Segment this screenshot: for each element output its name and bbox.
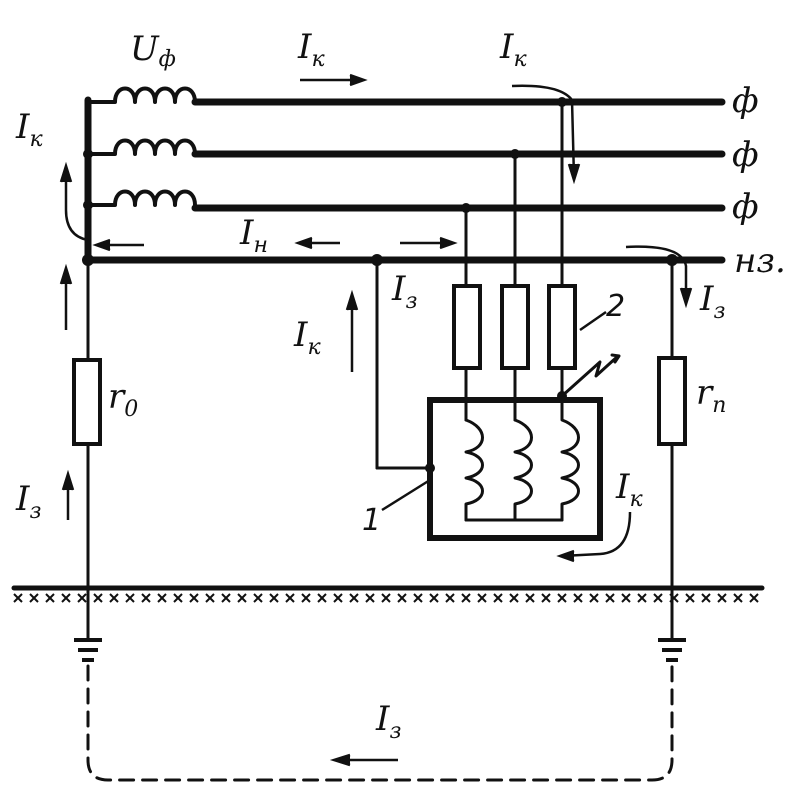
phase-label-2: ф bbox=[732, 135, 759, 175]
callout-2: 2 bbox=[606, 289, 625, 324]
current-label-fault-left: Iк bbox=[15, 107, 43, 152]
current-label-fault-right: Iк bbox=[499, 27, 527, 72]
fuse-2 bbox=[500, 284, 530, 370]
callout-1: 1 bbox=[362, 503, 381, 538]
callout-leaders bbox=[381, 310, 607, 512]
neutral-label: нз. bbox=[734, 241, 786, 281]
current-arrows bbox=[59, 73, 693, 767]
current-label-fault-top: Iк bbox=[297, 27, 325, 72]
current-label-neutral: Iн bbox=[239, 213, 268, 258]
current-label-ground-mid: Iз bbox=[391, 269, 417, 314]
source-windings bbox=[86, 86, 197, 207]
phase-label-3: ф bbox=[732, 187, 759, 227]
source-neutral-branch bbox=[72, 260, 102, 642]
resistor-label-r0: r0 bbox=[108, 377, 138, 422]
ground-return-path bbox=[86, 664, 674, 782]
phase-lines bbox=[84, 96, 726, 266]
source-voltage-label: Uф bbox=[130, 29, 176, 72]
current-label-ground-left: Iз bbox=[15, 479, 41, 524]
fuses bbox=[452, 100, 577, 422]
fuse-1 bbox=[452, 284, 482, 370]
resistor-rp bbox=[657, 356, 687, 446]
fault-spark bbox=[560, 354, 620, 398]
ground-electrodes bbox=[74, 638, 686, 662]
earth-surface bbox=[11, 585, 765, 603]
current-label-fault-mid: Iк bbox=[293, 315, 321, 360]
resistor-r0 bbox=[72, 358, 102, 446]
current-label-ground-right: Iз bbox=[699, 279, 725, 324]
resistor-label-rp: rп bbox=[696, 373, 726, 418]
fuse-3 bbox=[547, 284, 577, 370]
junction-dots bbox=[82, 97, 678, 473]
repeat-ground-branch bbox=[657, 258, 687, 642]
phase-label-1: ф bbox=[732, 81, 759, 121]
current-label-fault-case: Iк bbox=[615, 467, 643, 512]
current-label-ground-bottom: Iз bbox=[375, 699, 401, 744]
